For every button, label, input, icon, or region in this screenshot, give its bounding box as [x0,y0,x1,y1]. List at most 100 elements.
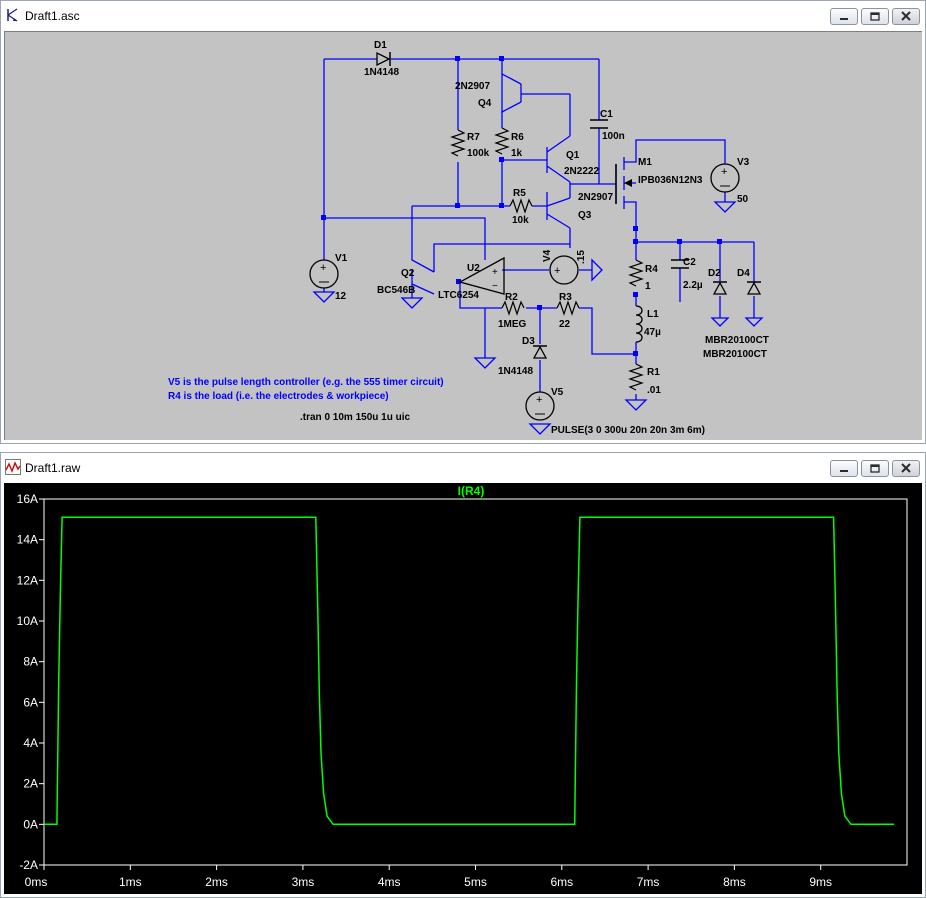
junctions [321,56,722,356]
close-icon [901,463,911,473]
x-tick-label: 8ms [723,875,746,889]
waveform-titlebar[interactable]: Draft1.raw [1,453,925,483]
resistor-r7-symbol[interactable] [450,129,466,157]
minimize-button[interactable] [830,460,858,477]
diode-d4-symbol[interactable] [744,281,764,327]
restore-icon [870,12,880,21]
waveform-window-title: Draft1.raw [25,461,81,475]
note-v5: V5 is the pulse length controller (e.g. … [168,377,444,388]
resistor-r1-symbol[interactable] [628,363,644,391]
diode-d2-symbol[interactable] [710,281,730,327]
schematic-drawing: + + + − + [168,40,769,436]
c1-ref-label: C1 [600,109,613,120]
voltage-source-v1-symbol[interactable]: + [309,259,339,303]
svg-text:+: + [320,262,326,274]
svg-text:−: − [492,281,498,292]
r1-value-label: .01 [647,385,661,396]
schematic-titlebar[interactable]: Draft1.asc [1,1,925,31]
y-tick-label: 4A [23,736,38,750]
opamp-u2-symbol[interactable]: + − [458,256,505,295]
svg-text:+: + [554,265,560,277]
voltage-source-v3-symbol[interactable]: + [710,163,740,213]
svg-text:+: + [721,166,727,178]
c1-value-label: 100n [602,131,625,142]
x-tick-label: 6ms [550,875,573,889]
d1-ref-label: D1 [374,40,387,51]
y-tick-label: 16A [17,492,38,506]
d2-ref-label: D2 [708,268,721,279]
m1-model-label: IPB036N12N3 [638,175,703,186]
minimize-icon [840,470,848,472]
y-tick-label: 14A [17,533,38,547]
v4-value-label: .15 [576,250,587,264]
diode-d3-symbol[interactable] [532,345,548,359]
q3-ref-label: Q3 [578,210,592,221]
d3-ref-label: D3 [522,336,535,347]
y-tick-label: 12A [17,573,38,587]
schematic-canvas[interactable]: + + + − + [4,31,922,440]
resistor-r5-symbol[interactable] [509,198,533,214]
schematic-transistor-icon [7,8,18,22]
resistor-r4-symbol[interactable] [628,259,644,287]
trace-line-i-r4-[interactable] [44,516,895,826]
r2-ref-label: R2 [505,292,518,303]
mosfet-m1-symbol[interactable] [615,164,632,204]
ground-r1-symbol [624,399,648,411]
x-tick-label: 4ms [378,875,401,889]
r2-value-label: 1MEG [498,319,527,330]
l1-ref-label: L1 [647,309,659,320]
q4-model-label: 2N2907 [455,81,490,92]
resistor-r6-symbol[interactable] [494,127,510,155]
q4-ref-label: Q4 [478,98,492,109]
r1-ref-label: R1 [647,367,660,378]
close-button[interactable] [892,460,920,477]
voltage-source-v4-symbol[interactable]: + [549,255,603,285]
restore-button[interactable] [861,460,889,477]
inductor-l1-symbol[interactable] [635,305,643,343]
d1-value-label: 1N4148 [364,67,399,78]
resistor-r3-symbol[interactable] [556,300,580,316]
wires [323,58,755,400]
minimize-button[interactable] [830,8,858,25]
v4-ref-label: V4 [542,249,553,262]
v3-value-label: 50 [737,194,749,205]
svg-text:+: + [492,267,498,278]
v1-ref-label: V1 [335,253,348,264]
close-button[interactable] [892,8,920,25]
svg-text:+: + [536,394,542,406]
v3-ref-label: V3 [737,157,750,168]
r7-ref-label: R7 [467,132,480,143]
schematic-window: Draft1.asc [0,0,926,444]
v5-ref-label: V5 [551,387,564,398]
x-tick-label: 5ms [464,875,487,889]
legend-trace-label[interactable]: I(R4) [458,484,485,498]
v5-value-label: PULSE(3 0 300u 20n 20n 3m 6m) [551,425,705,436]
r5-ref-label: R5 [513,188,526,199]
q3-model-label: 2N2907 [578,192,613,203]
capacitor-c1-symbol[interactable] [590,119,608,129]
plot-frame [43,498,908,866]
c2-value-label: 2.2µ [683,280,703,291]
q1-model-label: 2N2222 [564,166,599,177]
y-tick-label: 8A [23,655,38,669]
restore-button[interactable] [861,8,889,25]
x-tick-label: 7ms [637,875,660,889]
schematic-window-title: Draft1.asc [25,9,80,23]
x-tick-label: 1ms [119,875,142,889]
voltage-source-v5-symbol[interactable]: + [525,391,555,435]
tran-directive[interactable]: .tran 0 10m 150u 1u uic [300,412,410,423]
r6-ref-label: R6 [511,132,524,143]
resistor-r2-symbol[interactable] [501,300,525,316]
d3-value-label: 1N4148 [498,366,533,377]
x-tick-label: 3ms [292,875,315,889]
restore-icon [870,464,880,473]
u2-ref-label: U2 [467,263,480,274]
d4-ref-label: D4 [737,268,750,279]
y-tick-label: 0A [23,817,38,831]
diode-d1-symbol[interactable] [376,51,391,67]
capacitor-c2-symbol[interactable] [671,259,689,269]
